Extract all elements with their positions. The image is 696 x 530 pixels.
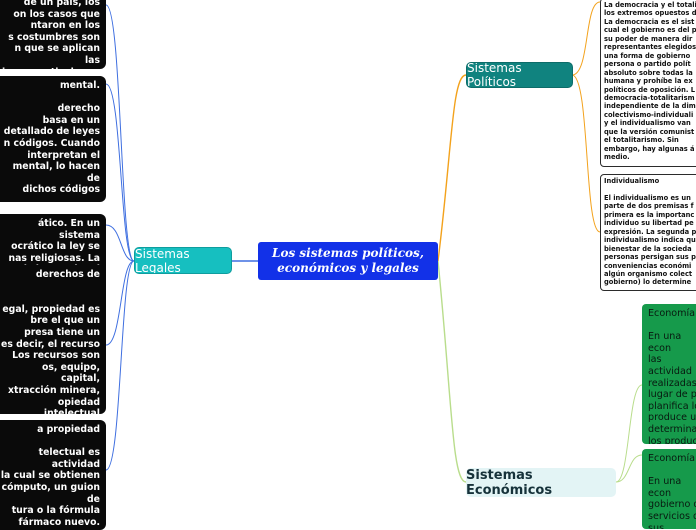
link-legales-note-1 xyxy=(105,4,135,262)
link-legales-note-3 xyxy=(105,224,135,262)
economic-note-1[interactable]: Economía c En una econ las actividad rea… xyxy=(642,304,696,444)
topic-sistemas-politicos-label: Sistemas Políticos xyxy=(467,62,522,88)
link-politicos-note-2 xyxy=(571,74,601,233)
political-note-1[interactable]: La democracia y el totali los extremos o… xyxy=(600,0,696,167)
link-central-economicos xyxy=(437,260,467,483)
economic-note-2[interactable]: Economía p En una econ gobierno de servi… xyxy=(642,449,696,529)
link-legales-note-5 xyxy=(105,260,135,471)
link-legales-note-2 xyxy=(105,83,135,262)
central-node[interactable]: Los sistemas políticos, económicos y leg… xyxy=(258,242,438,280)
central-node-title: Los sistemas políticos, económicos y leg… xyxy=(272,246,424,275)
topic-sistemas-economicos[interactable]: Sistemas Económicos xyxy=(466,468,616,497)
link-economicos-note-1 xyxy=(615,384,643,483)
topic-sistemas-legales-label: Sistemas Legales xyxy=(135,247,190,274)
link-economicos-note-2 xyxy=(615,454,643,483)
legal-note-4[interactable]: derechos de egal, propiedad es bre el qu… xyxy=(0,265,106,414)
legal-note-1[interactable]: de un país, los on los casos que ntaron … xyxy=(0,0,106,69)
legal-note-2[interactable]: mental. derecho basa en un detallado de … xyxy=(0,76,106,202)
link-politicos-note-1 xyxy=(571,1,601,76)
topic-sistemas-politicos[interactable]: Sistemas Políticos xyxy=(466,62,573,88)
link-central-politicos xyxy=(437,74,467,262)
legal-note-5[interactable]: a propiedad telectual es actividad la cu… xyxy=(0,420,106,530)
topic-sistemas-economicos-label: Sistemas Económicos xyxy=(466,468,553,497)
political-note-2[interactable]: Individualismo El individualismo es un p… xyxy=(600,174,696,291)
topic-sistemas-legales[interactable]: Sistemas Legales xyxy=(134,247,232,274)
link-legales-note-4 xyxy=(105,260,135,346)
